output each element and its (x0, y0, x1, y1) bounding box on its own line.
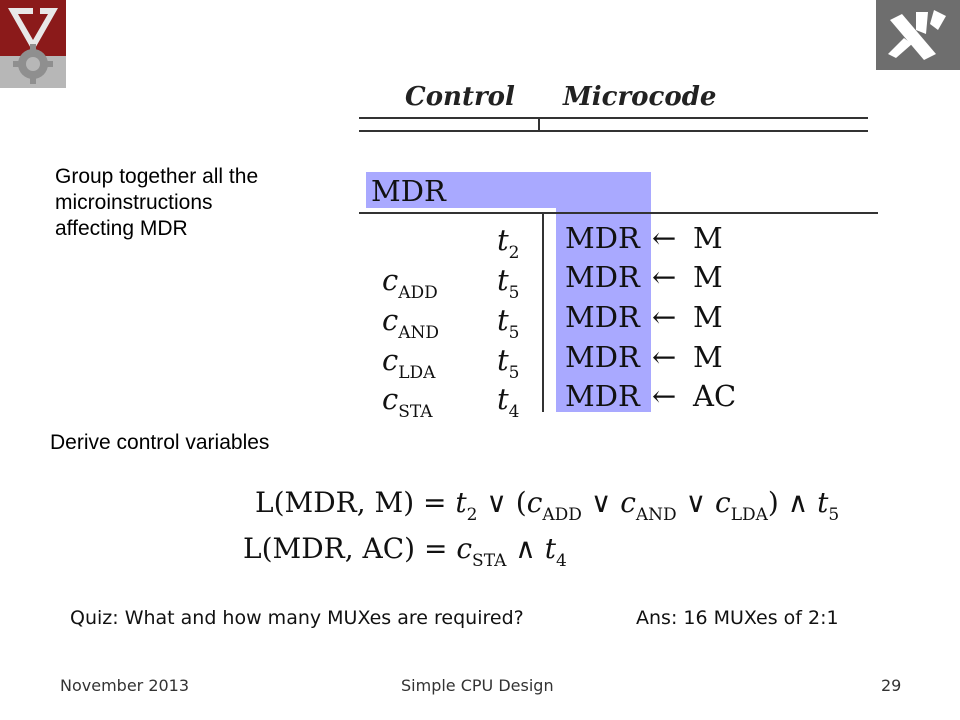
faculty-logo (876, 0, 960, 70)
time-cell: t2 (497, 223, 520, 263)
time-cell: t5 (497, 263, 520, 303)
formula-mdr-m: L(MDR, M) = t2 ∨ (cADD ∨ cAND ∨ cLDA) ∧ … (255, 486, 840, 525)
group-description: Group together all the microinstructions… (55, 164, 258, 242)
src-cell: AC (693, 379, 737, 413)
mdr-group-highlight (366, 172, 651, 208)
time-cell: t5 (497, 303, 520, 343)
dest-cell: MDR (565, 379, 640, 413)
group-line: Group together all the (55, 165, 259, 188)
page-number: 29 (881, 676, 902, 695)
group-rule (359, 212, 878, 214)
src-cell: M (693, 340, 723, 374)
control-cell: cLDA (382, 343, 436, 383)
dest-cell: MDR (565, 221, 640, 255)
control-cell: cADD (382, 263, 438, 303)
footer-date: November 2013 (60, 676, 190, 695)
technion-logo (0, 0, 66, 88)
control-cell: cSTA (382, 382, 433, 422)
arrow-cell: ← (652, 340, 677, 374)
arrow-cell: ← (652, 221, 677, 255)
footer-title: Simple CPU Design (401, 676, 554, 695)
quiz-answer: Ans: 16 MUXes of 2:1 (636, 607, 839, 629)
arrow-cell: ← (652, 379, 677, 413)
time-cell: t4 (497, 382, 520, 422)
dest-cell: MDR (565, 340, 640, 374)
derive-heading: Derive control variables (50, 431, 270, 454)
table-divider (542, 214, 544, 412)
src-cell: M (693, 300, 723, 334)
time-cell: t5 (497, 343, 520, 383)
microcode-header: Microcode (563, 82, 717, 112)
formula-mdr-ac: L(MDR, AC) = cSTA ∧ t4 (243, 532, 567, 571)
header-rule-bottom (359, 130, 868, 132)
group-label: MDR (371, 174, 446, 208)
dest-cell: MDR (565, 300, 640, 334)
group-line: affecting MDR (55, 217, 188, 240)
mdr-column-highlight (556, 208, 651, 412)
src-cell: M (693, 260, 723, 294)
header-rule-top (359, 117, 868, 119)
control-header: Control (405, 82, 515, 112)
dest-cell: MDR (565, 260, 640, 294)
quiz-question: Quiz: What and how many MUXes are requir… (70, 607, 524, 629)
control-cell: cAND (382, 303, 440, 343)
arrow-cell: ← (652, 260, 677, 294)
arrow-cell: ← (652, 300, 677, 334)
header-divider (538, 117, 540, 132)
group-line: microinstructions (55, 191, 213, 214)
src-cell: M (693, 221, 723, 255)
